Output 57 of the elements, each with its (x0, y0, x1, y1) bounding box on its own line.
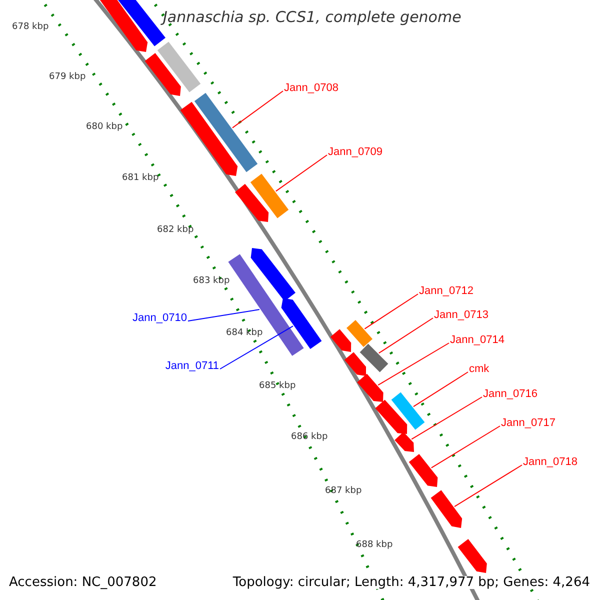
footer-text: Topology: circular; Length: 4,317,977 bp; Genes: 4,264 (232, 576, 590, 589)
leader-line (430, 426, 500, 468)
scale-tick-label: 685 kbp (259, 382, 296, 391)
gene-feature (330, 329, 352, 352)
gene-feature (346, 320, 372, 347)
gene-feature (458, 539, 487, 573)
gene-feature (391, 392, 425, 430)
gene-feature (344, 352, 366, 376)
gene-label: Jann_0714 (450, 335, 504, 346)
footer-text: Accession: NC_007802 (9, 576, 157, 589)
gene-feature (281, 298, 322, 349)
leader-line (232, 90, 284, 128)
gene-feature (360, 344, 388, 372)
scale-tick-label: 686 kbp (291, 433, 328, 442)
scale-tick-label: 687 kbp (325, 487, 362, 496)
gene-feature (144, 53, 181, 96)
title: Jannaschia sp. CCS1, complete genome (163, 10, 462, 25)
leader-line (188, 309, 260, 322)
gene-feature (430, 490, 462, 528)
gene-label: Jann_0708 (284, 83, 338, 94)
scale-tick-label: 680 kbp (86, 123, 123, 132)
gene-label: Jann_0711 (165, 361, 219, 372)
gene-feature (194, 92, 258, 172)
leader-line (413, 372, 468, 408)
gene-feature (357, 374, 384, 402)
gene-label: Jann_0709 (328, 147, 382, 158)
gene-label: Jann_0712 (419, 286, 474, 297)
leader-line (378, 318, 434, 354)
leader-line (220, 326, 294, 370)
leader-line (364, 294, 418, 330)
leader-line (378, 342, 450, 386)
gene-label: cmk (469, 364, 490, 375)
scale-tick-label: 682 kbp (157, 226, 194, 235)
gene-feature (228, 254, 304, 356)
gene-label: Jann_0710 (132, 313, 187, 324)
gene-feature (99, 0, 148, 52)
gene-label: Jann_0718 (523, 457, 578, 468)
gene-feature (408, 454, 438, 487)
leader-line (454, 464, 522, 508)
gene-label: Jann_0717 (501, 418, 556, 429)
gene-feature (250, 248, 296, 302)
gene-feature (250, 174, 289, 218)
gene-label: Jann_0716 (483, 389, 538, 400)
gene-feature (394, 432, 414, 452)
scale-tick-label: 679 kbp (49, 73, 86, 82)
gene-feature (235, 184, 269, 222)
scale-tick-label: 678 kbp (12, 23, 49, 32)
scale-tick-label: 681 kbp (122, 174, 159, 183)
scale-tick-label: 683 kbp (193, 277, 230, 286)
gene-feature (157, 42, 201, 92)
gene-label: Jann_0713 (434, 310, 488, 321)
leader-line (275, 154, 328, 192)
gene-feature (375, 400, 408, 434)
leader-line (411, 396, 482, 440)
scale-tick-label: 684 kbp (226, 329, 263, 338)
scale-tick-label: 688 kbp (356, 541, 393, 550)
gene-feature (180, 102, 238, 176)
